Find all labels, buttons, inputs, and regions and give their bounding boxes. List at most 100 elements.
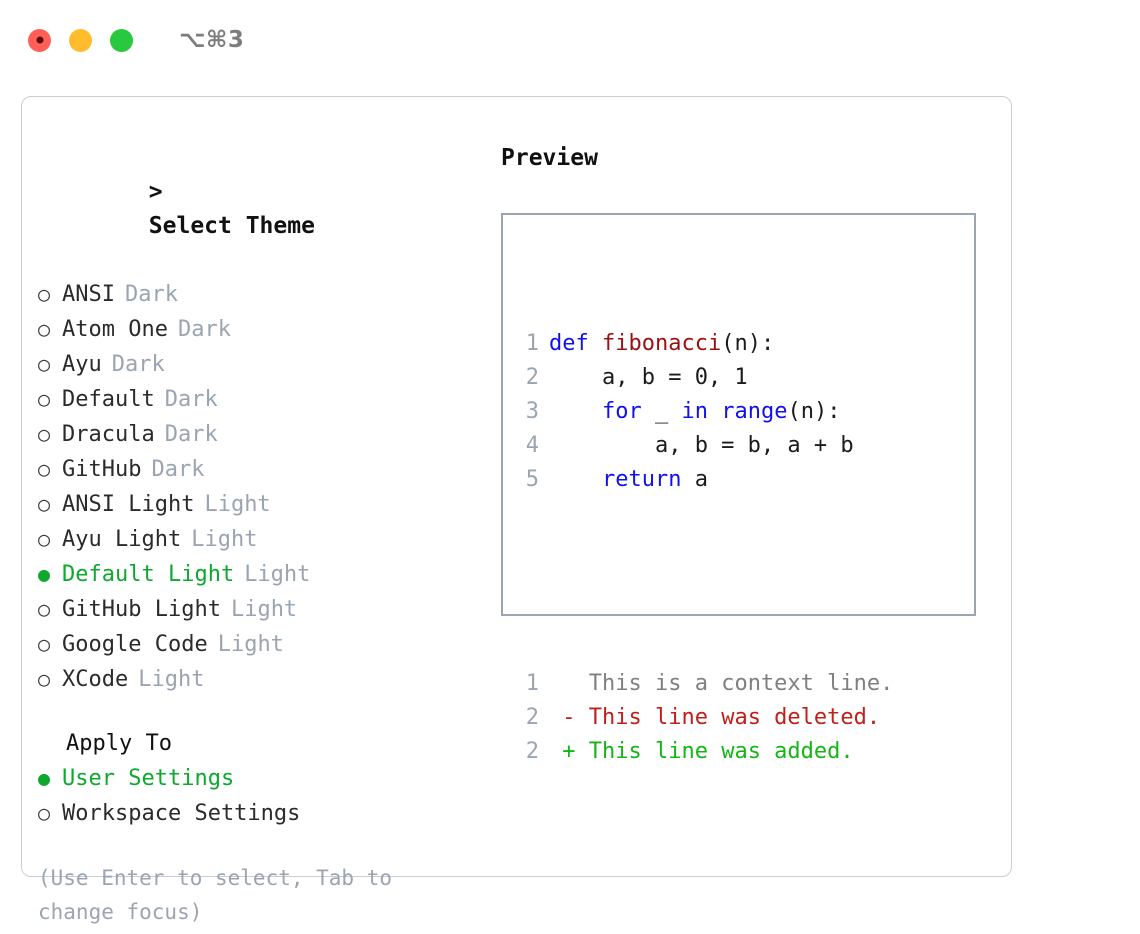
- theme-option-label: Ayu Light: [62, 527, 182, 552]
- theme-option-atom-one[interactable]: ○ Atom One Dark: [38, 312, 478, 347]
- minimize-button[interactable]: [69, 28, 92, 52]
- code-token: (n):: [787, 399, 841, 424]
- diff-text: This line was deleted.: [588, 705, 881, 730]
- theme-variant-tag: Light: [204, 492, 271, 517]
- theme-panel-title: Select Theme: [148, 213, 315, 239]
- code-token: a, b = b, a + b: [549, 433, 854, 458]
- theme-option-dracula[interactable]: ○ Dracula Dark: [38, 417, 478, 452]
- line-number: 1: [525, 331, 539, 356]
- maximize-button[interactable]: [110, 28, 133, 52]
- apply-to-header: Apply To: [66, 731, 172, 756]
- diff-marker: -: [549, 705, 589, 730]
- preview-title: Preview: [501, 145, 598, 171]
- theme-option-label: Ayu: [62, 352, 102, 377]
- theme-variant-tag: Dark: [124, 282, 178, 307]
- theme-option-default-light[interactable]: ● Default Light Light: [38, 557, 478, 592]
- theme-option-label: Google Code: [62, 632, 208, 657]
- radio-selected-icon: ●: [38, 562, 51, 586]
- code-token: fibonacci: [601, 331, 722, 356]
- code-token: [708, 399, 721, 424]
- radio-unselected-icon: ○: [38, 352, 51, 376]
- code-token: def: [549, 331, 602, 356]
- keyboard-hint-text: (Use Enter to select, Tab to change focu…: [38, 866, 405, 924]
- apply-to-option-workspace-settings[interactable]: ○Workspace Settings: [38, 796, 478, 831]
- radio-unselected-icon: ○: [38, 317, 51, 341]
- code-line: 4 a, b = b, a + b: [517, 429, 893, 463]
- theme-option-github[interactable]: ○ GitHub Dark: [38, 452, 478, 487]
- title-bar: ⌥⌘3: [0, 0, 1140, 80]
- keyboard-shortcut-label: ⌥⌘3: [179, 27, 245, 53]
- radio-unselected-icon: ○: [38, 667, 51, 691]
- theme-option-label: Default: [62, 387, 155, 412]
- theme-option-label: XCode: [62, 667, 129, 692]
- theme-variant-tag: Dark: [177, 317, 231, 342]
- theme-variant-tag: Dark: [164, 422, 218, 447]
- radio-unselected-icon: ○: [38, 422, 51, 446]
- radio-unselected-icon: ○: [38, 597, 51, 621]
- radio-selected-icon: ●: [38, 766, 51, 790]
- theme-variant-tag: Light: [230, 597, 298, 622]
- theme-option-label: Dracula: [62, 422, 155, 447]
- theme-variant-tag: Dark: [151, 457, 205, 482]
- line-number: 5: [525, 467, 539, 492]
- code-token: in: [681, 399, 708, 424]
- diff-text: This is a context line.: [588, 671, 894, 696]
- line-number: 1: [525, 671, 539, 696]
- code-token: a: [681, 467, 708, 492]
- radio-unselected-icon: ○: [38, 282, 51, 306]
- theme-option-label: GitHub: [62, 457, 142, 482]
- code-token: range: [721, 399, 788, 424]
- code-diff-separator: [517, 565, 893, 599]
- diff-line: 2 - This line was deleted.: [517, 701, 893, 735]
- apply-to-option-user-settings[interactable]: ● User Settings: [38, 761, 478, 796]
- code-line: 3 for _ in range(n):: [517, 395, 893, 429]
- diff-marker: [549, 671, 589, 696]
- diff-line: 1 This is a context line.: [517, 667, 894, 701]
- apply-to-option-label: Workspace Settings: [62, 801, 301, 826]
- code-line: 1 def fibonacci(n):: [517, 327, 893, 361]
- apply-to-option-label: User Settings: [62, 766, 235, 791]
- line-number: 2: [525, 739, 539, 764]
- theme-variant-tag: Light: [191, 527, 258, 552]
- code-token: [549, 467, 602, 492]
- code-token: for: [601, 399, 642, 424]
- theme-variant-tag: Light: [244, 562, 311, 587]
- line-number: 4: [525, 433, 539, 458]
- code-token: return: [601, 467, 682, 492]
- radio-unselected-icon: ○: [38, 387, 51, 411]
- diff-text: This line was added.: [588, 739, 854, 764]
- theme-option-label: Default Light: [62, 562, 235, 587]
- line-number: 3: [525, 399, 539, 424]
- radio-unselected-icon: ○: [38, 492, 51, 516]
- diff-line: 2 + This line was added.: [517, 735, 893, 769]
- theme-variant-tag: Light: [138, 667, 205, 692]
- line-number: 2: [525, 705, 539, 730]
- theme-panel-header: > Select Theme: [38, 141, 478, 277]
- radio-unselected-icon: ○: [38, 457, 51, 481]
- theme-option-label: Atom One: [62, 317, 168, 342]
- line-number: 2: [525, 365, 539, 390]
- theme-option-ayu-light[interactable]: ○ Ayu Light Light: [38, 522, 478, 557]
- prompt-caret-icon: >: [148, 179, 163, 205]
- diff-block: 1 This is a context line.2 - This line w…: [517, 667, 894, 769]
- diff-marker: +: [549, 739, 589, 764]
- theme-option-xcode[interactable]: ○ XCode Light: [38, 662, 478, 697]
- code-token: _: [641, 399, 682, 424]
- radio-unselected-icon: ○: [38, 527, 51, 551]
- code-line: 2 a, b = 0, 1: [517, 361, 893, 395]
- theme-variant-tag: Light: [217, 632, 284, 657]
- close-button[interactable]: [28, 28, 51, 52]
- code-token: (n):: [721, 331, 775, 356]
